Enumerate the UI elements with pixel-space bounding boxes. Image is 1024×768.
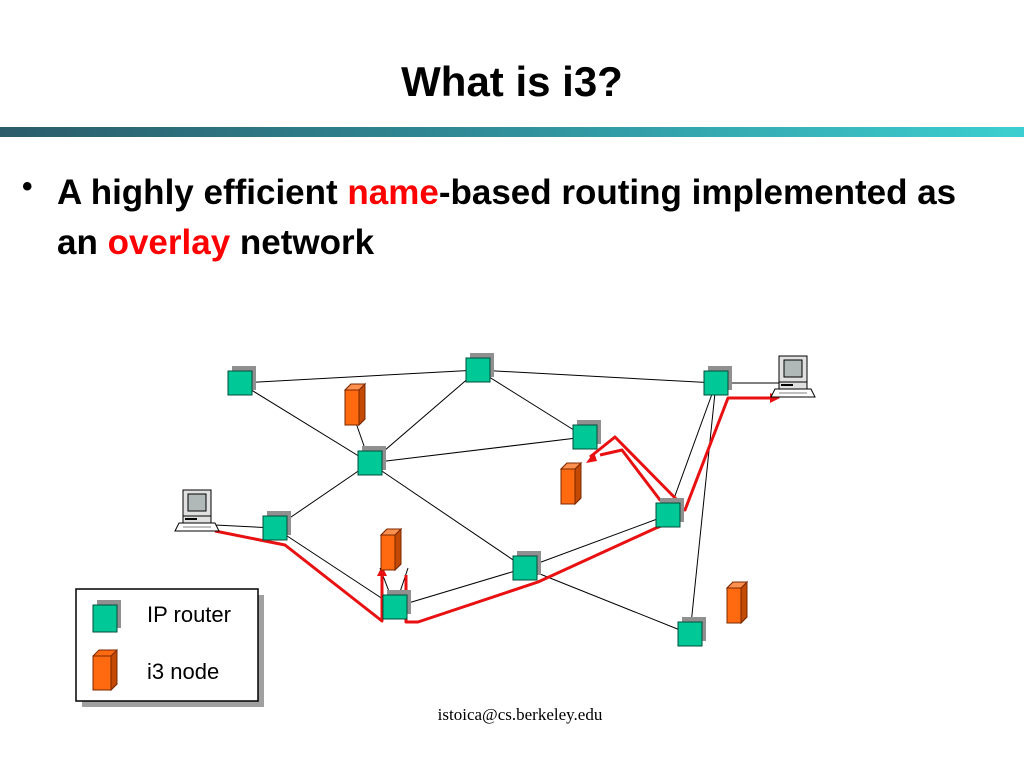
footer-email: istoica@cs.berkeley.edu [437, 705, 603, 724]
legend-router-label: IP router [147, 602, 231, 627]
ip-router-icon [382, 589, 412, 620]
ip-router-icon [465, 352, 495, 383]
routing-path [214, 396, 772, 624]
i3-node-icon [380, 528, 402, 571]
path-segment-trigger-to-receiver [599, 396, 772, 512]
legend-router-swatch [92, 600, 121, 633]
ip-router-icon [262, 510, 292, 541]
link [524, 514, 669, 569]
link [239, 369, 479, 384]
link [477, 369, 586, 438]
link [369, 436, 586, 464]
link [689, 382, 717, 635]
link [394, 567, 526, 608]
i3-node-icon [344, 383, 366, 426]
ip-router-icon [357, 445, 387, 476]
link [369, 462, 526, 569]
bullet-text-part3: network [230, 223, 375, 262]
bullet-text-part1: A highly efficient [57, 173, 348, 212]
ip-router-icon [227, 365, 257, 396]
ip-router-icon [677, 616, 707, 647]
link [274, 527, 396, 608]
link [369, 369, 479, 464]
ip-router-icon [572, 419, 602, 450]
ip-router-icon [703, 365, 733, 396]
receiver-computer-icon [770, 355, 816, 398]
bullet-text-part2: -based routing implemented as an [57, 173, 957, 262]
path-segment-i3-to-trigger [404, 435, 684, 624]
bullet-highlight-name: name [347, 173, 439, 212]
link [239, 382, 371, 464]
legend-i3-label: i3 node [147, 659, 219, 684]
bullet-text: A highly efficient name-based routing im… [57, 168, 997, 268]
bullet-dot: • [22, 170, 33, 203]
link [524, 567, 691, 635]
ip-router-icon [512, 550, 542, 581]
sender-computer-icon [174, 489, 220, 532]
slide-title: What is i3? [401, 58, 623, 105]
link [477, 369, 717, 384]
bullet-highlight-overlay: overlay [107, 223, 231, 262]
path-segment-sender-to-i3 [214, 529, 384, 623]
link [667, 382, 717, 516]
ip-router-icon [655, 497, 685, 528]
arrow-up-icon [377, 566, 387, 576]
i3-node-icon [726, 581, 748, 624]
arrow-left-down-icon [586, 452, 597, 463]
i3-node-icon [560, 462, 582, 505]
legend: IP router i3 node [75, 588, 264, 707]
title-divider [0, 127, 1024, 137]
legend-i3-swatch [92, 648, 118, 692]
